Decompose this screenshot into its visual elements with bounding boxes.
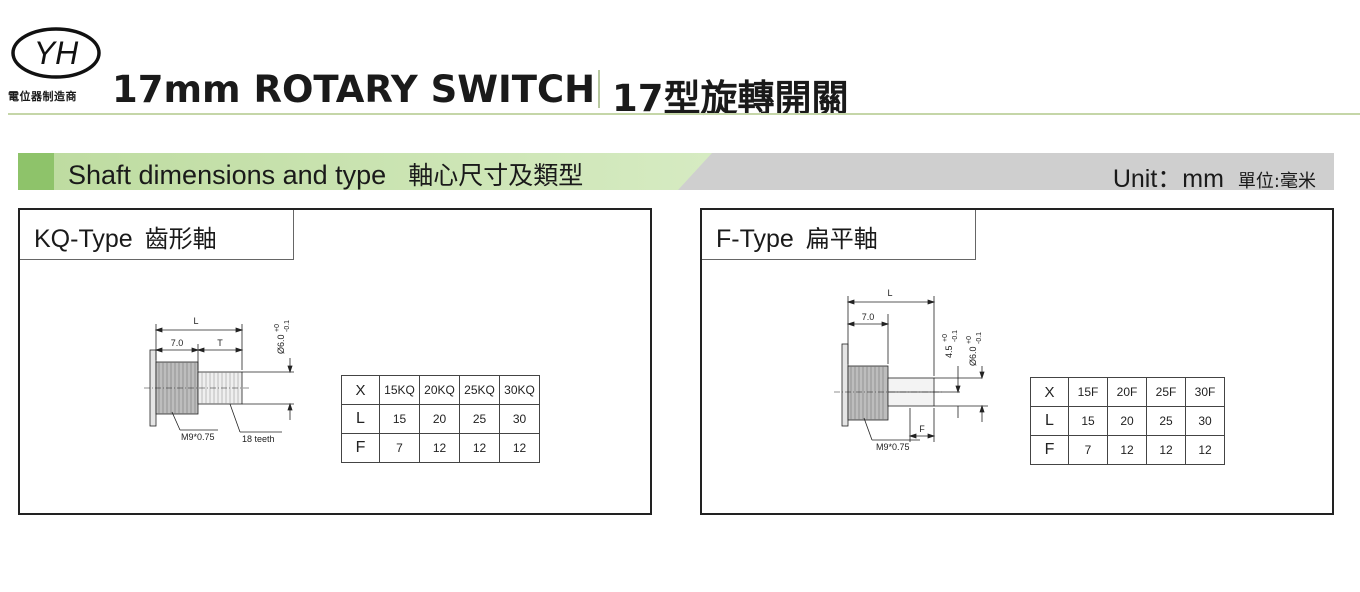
section-title-en: Shaft dimensions and type [68, 160, 387, 190]
f-table-cell: F [1030, 435, 1069, 465]
f-type-label: F-Type 扁平軸 [716, 219, 878, 254]
kq-dim-t: T [217, 338, 223, 348]
kq-table-cell: 25 [459, 404, 500, 434]
kq-shaft-svg: L 7.0 T M9*0.75 18 teeth Ø6.0 +0 -0.1 [144, 316, 294, 444]
f-table-cell: 30 [1185, 406, 1225, 436]
f-table-cell: 20 [1107, 406, 1147, 436]
f-table-cell: 12 [1185, 435, 1225, 465]
kq-shaft-drawing: L 7.0 T M9*0.75 18 teeth Ø6.0 +0 -0.1 [132, 300, 332, 460]
f-flat-tol-plus: +0 [942, 334, 949, 342]
f-table-header-cell: 15F [1068, 377, 1108, 407]
f-dia-tol-minus: -0.1 [976, 332, 983, 344]
f-table-cell: 7 [1068, 435, 1108, 465]
kq-table-cell: 12 [499, 433, 540, 463]
logo-emblem: YH [11, 27, 101, 79]
f-table-header-cell: X [1030, 377, 1069, 407]
header-rule [8, 113, 1360, 115]
f-dim-diameter: Ø6.0 [968, 346, 978, 366]
f-table-cell: 12 [1107, 435, 1147, 465]
section-title-cn: 軸心尺寸及類型 [408, 161, 584, 190]
section-band-background [18, 153, 1334, 190]
f-dim-l: L [887, 288, 892, 298]
f-table-cell: 15 [1068, 406, 1108, 436]
section-band: Shaft dimensions and type 軸心尺寸及類型 Unit：mm… [18, 153, 1334, 193]
kq-table-header-cell: 25KQ [459, 375, 500, 405]
f-shaft-svg: L 7.0 F M9*0.75 4.5 +0 -0.1 Ø6.0 +0 -0.1 [834, 288, 988, 452]
page-title-cn: 17型旋轉開關 [612, 77, 849, 120]
kq-table-header-cell: 30KQ [499, 375, 540, 405]
kq-tol-plus: +0 [274, 324, 281, 332]
f-type-label-en: F-Type [716, 225, 794, 253]
f-table-header-cell: 30F [1185, 377, 1225, 407]
kq-table-cell: 20 [419, 404, 460, 434]
kq-type-label: KQ-Type 齒形軸 [34, 219, 217, 254]
page-title: 17mm ROTARY SWITCH [112, 68, 596, 111]
f-dim-flat: 4.5 [944, 345, 954, 358]
section-title: Shaft dimensions and type 軸心尺寸及類型 [68, 156, 583, 192]
kq-thread-label: M9*0.75 [181, 432, 215, 442]
kq-table-cell: 12 [419, 433, 460, 463]
f-table-cell: 12 [1146, 435, 1186, 465]
f-type-panel: F-Type 扁平軸 [700, 208, 1334, 515]
kq-dim-diameter: Ø6.0 [276, 334, 286, 354]
kq-type-tab: KQ-Type 齒形軸 [20, 210, 294, 260]
unit-cn: 單位:毫米 [1237, 171, 1316, 192]
f-type-tab: F-Type 扁平軸 [702, 210, 976, 260]
kq-type-label-en: KQ-Type [34, 225, 133, 253]
f-table-header-cell: 20F [1107, 377, 1147, 407]
kq-table-cell: 7 [379, 433, 420, 463]
unit-en: Unit：mm [1112, 165, 1224, 193]
f-table-cell: L [1030, 406, 1069, 436]
f-flat-tol-minus: -0.1 [952, 330, 959, 342]
f-table-cell: 25 [1146, 406, 1186, 436]
company-logo: YH [10, 26, 102, 80]
f-dia-tol-plus: +0 [966, 336, 973, 344]
kq-table-cell: 15 [379, 404, 420, 434]
kq-table-cell: 12 [459, 433, 500, 463]
f-dim-f: F [919, 424, 925, 434]
kq-teeth-label: 18 teeth [242, 434, 275, 444]
kq-table-cell: 30 [499, 404, 540, 434]
kq-tol-minus: -0.1 [284, 320, 291, 332]
f-thread-label: M9*0.75 [876, 442, 910, 452]
kq-table-cell: F [341, 433, 380, 463]
kq-table-header-cell: 20KQ [419, 375, 460, 405]
title-divider [598, 70, 600, 108]
kq-table-header-cell: 15KQ [379, 375, 420, 405]
kq-table-header-cell: X [341, 375, 380, 405]
unit-label: Unit：mm 單位:毫米 [1113, 159, 1316, 195]
logo-text: YH [34, 35, 79, 71]
f-table-header-cell: 25F [1146, 377, 1186, 407]
kq-type-panel: KQ-Type 齒形軸 [18, 208, 652, 515]
kq-table-cell: L [341, 404, 380, 434]
f-dim-7: 7.0 [862, 312, 875, 322]
f-type-label-cn: 扁平軸 [805, 225, 878, 253]
f-shaft-drawing: L 7.0 F M9*0.75 4.5 +0 -0.1 Ø6.0 +0 -0.1 [820, 282, 1020, 462]
logo-subtitle: 電位器制造商 [8, 90, 77, 103]
kq-type-label-cn: 齒形軸 [144, 225, 217, 253]
kq-dim-7: 7.0 [171, 338, 184, 348]
kq-dim-l: L [193, 316, 198, 326]
